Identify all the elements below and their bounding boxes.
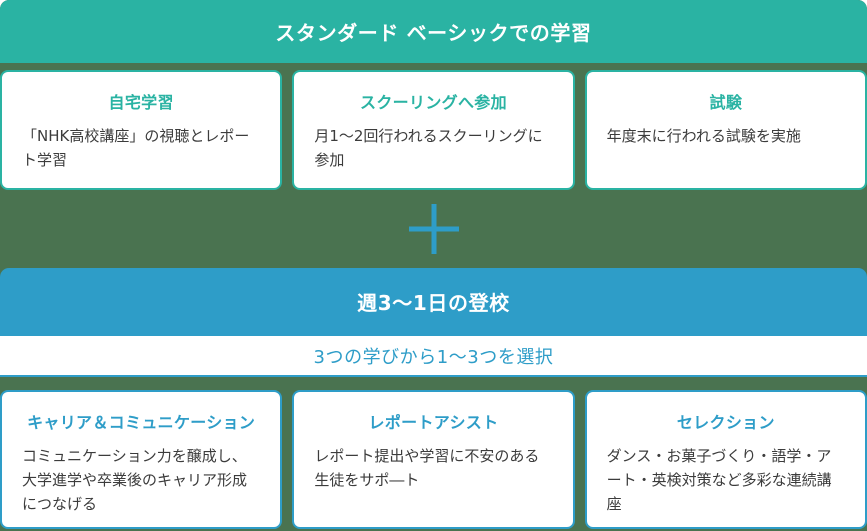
card-career-communication: キャリア＆コミュニケーション コミュニケーション力を醸成し、大学進学や卒業後のキ… xyxy=(0,390,283,529)
card-home-study-title: 自宅学習 xyxy=(108,93,174,112)
standard-basic-header: スタンダード ベーシックでの学習 xyxy=(0,0,867,63)
attendance-header-label: 週3〜1日の登校 xyxy=(357,290,510,315)
card-report-assist-title: レポートアシスト xyxy=(368,413,499,432)
card-selection: セレクション ダンス・お菓子づくり・語学・アート・英検対策など多彩な連続講座 xyxy=(584,390,867,529)
card-schooling: スクーリングへ参加 月1〜2回行われるスクーリングに参加 xyxy=(292,70,575,190)
standard-basic-header-label: スタンダード ベーシックでの学習 xyxy=(275,21,592,45)
card-report-assist: レポートアシスト レポート提出や学習に不安のある生徒をサポ―ト xyxy=(292,390,575,529)
card-exam-body: 年度末に行われる試験を実施 xyxy=(606,127,801,145)
card-schooling-title: スクーリングへ参加 xyxy=(360,93,507,112)
card-selection-body: ダンス・お菓子づくり・語学・アート・英検対策など多彩な連続講座 xyxy=(606,447,832,513)
card-exam-title: 試験 xyxy=(709,93,743,112)
card-home-study: 自宅学習 「NHK高校講座」の視聴とレポート学習 xyxy=(0,70,283,190)
attendance-header: 週3〜1日の登校 xyxy=(0,268,867,334)
card-career-communication-title: キャリア＆コミュニケーション xyxy=(27,413,256,432)
bottom-cards-row: キャリア＆コミュニケーション コミュニケーション力を醸成し、大学進学や卒業後のキ… xyxy=(0,390,867,529)
card-schooling-body: 月1〜2回行われるスクーリングに参加 xyxy=(314,127,543,169)
card-home-study-body: 「NHK高校講座」の視聴とレポート学習 xyxy=(22,127,250,169)
selection-bar-label: 3つの学びから1〜3つを選択 xyxy=(313,346,554,368)
card-selection-title: セレクション xyxy=(676,413,775,432)
plus-divider xyxy=(0,190,867,268)
plus-icon xyxy=(409,204,459,254)
card-report-assist-body: レポート提出や学習に不安のある生徒をサポ―ト xyxy=(314,447,540,489)
top-cards-row: 自宅学習 「NHK高校講座」の視聴とレポート学習 スクーリングへ参加 月1〜2回… xyxy=(0,70,867,190)
selection-bar: 3つの学びから1〜3つを選択 xyxy=(0,334,867,377)
card-exam: 試験 年度末に行われる試験を実施 xyxy=(584,70,867,190)
card-career-communication-body: コミュニケーション力を醸成し、大学進学や卒業後のキャリア形成につなげる xyxy=(22,447,248,513)
